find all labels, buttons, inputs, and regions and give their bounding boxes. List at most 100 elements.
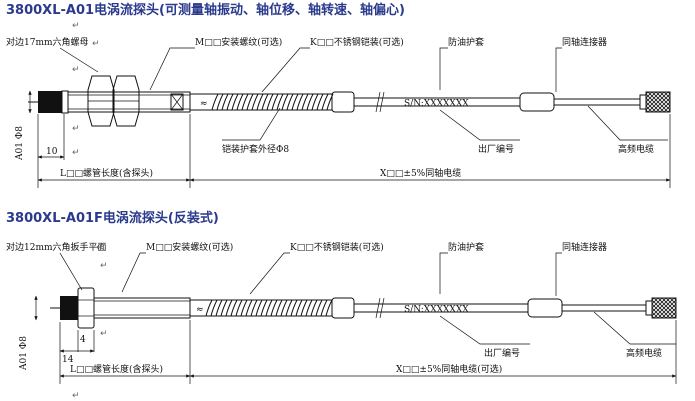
armor-coupling — [331, 297, 355, 319]
armor-coil-turn — [266, 93, 274, 111]
return-mark: ↵ — [72, 148, 80, 158]
return-mark: ↵ — [96, 243, 104, 253]
serial-mark: S/N:XXXXXXX — [404, 305, 469, 315]
armor-coupling — [331, 91, 355, 113]
dim-X: X□□±5%同轴电缆 — [380, 167, 461, 179]
coil-mark: ≈ — [196, 305, 204, 315]
cable-break — [375, 91, 385, 113]
armor-coil-turn — [220, 299, 228, 317]
leader-thread — [149, 47, 195, 91]
armor-coil-turn — [301, 93, 309, 111]
armor-coil-turn — [216, 93, 224, 111]
armor-coil-turn — [236, 93, 244, 111]
diagram-1-title: 3800XL-A01电涡流探头(可测量轴振动、轴位移、轴转速、轴偏心) — [6, 2, 405, 18]
armor-coil-turn — [251, 93, 259, 111]
label-guard: 防油护套 — [448, 36, 484, 48]
dim-14: 14 — [62, 355, 74, 365]
coil-mark: ≈ — [200, 99, 208, 109]
dim-L: L□□螺管长度(含探头) — [70, 363, 163, 375]
armor-coil — [205, 299, 333, 317]
armor-coil-turn — [310, 299, 318, 317]
armor-coil-turn — [296, 93, 304, 111]
armor-coil-turn — [306, 93, 314, 111]
coax-connector — [645, 91, 671, 113]
label-nut: 对边17mm六角螺母 — [6, 36, 89, 48]
armor-coil-turn — [290, 299, 298, 317]
armor-coil-turn — [276, 93, 284, 111]
armor-coil-turn — [241, 93, 249, 111]
armor-coil-turn — [211, 93, 219, 111]
return-mark: ↵ — [92, 39, 100, 49]
leader-cable — [587, 105, 668, 141]
dim-4: 4 — [80, 335, 86, 345]
return-mark: ↵ — [72, 65, 80, 75]
armor-coil-turn — [325, 299, 333, 317]
leader-serial — [439, 315, 530, 345]
probe-tip — [60, 296, 78, 320]
label-thread: M□□安装螺纹(可选) — [146, 241, 233, 253]
armor-coil-turn — [230, 299, 238, 317]
armor-coil-turn — [315, 299, 323, 317]
armor-coil-turn — [240, 299, 248, 317]
armor-coil-turn — [321, 93, 329, 111]
armor-coil-turn — [246, 93, 254, 111]
label-cable: 高频电缆 — [618, 143, 654, 155]
coax-connector — [651, 297, 677, 319]
wrench-flat — [77, 287, 95, 329]
armor-coil-turn — [275, 299, 283, 317]
armor-coil-turn — [256, 93, 264, 111]
dim-tip: A01 Φ8 — [15, 126, 25, 161]
connector-collar — [645, 300, 653, 316]
dim-L: L□□螺管长度(含探头) — [60, 167, 153, 179]
diagram-2: 3800XL-A01F电涡流探头(反装式) 对边12mm六角扳手平面 M□□安装… — [6, 210, 677, 401]
armor-coil-turn — [261, 93, 269, 111]
connector-collar — [639, 94, 647, 110]
leader-armor — [249, 252, 290, 295]
armor-coil-turn — [225, 299, 233, 317]
hex-nut-1 — [87, 75, 115, 127]
probe-tip-ring — [61, 90, 69, 114]
armor-coil-turn — [286, 93, 294, 111]
label-connector: 同轴连接器 — [562, 36, 607, 48]
armor-coil-turn — [231, 93, 239, 111]
return-mark: ↵ — [72, 391, 80, 401]
armor-coil-turn — [311, 93, 319, 111]
cable-break — [375, 297, 385, 319]
diagram-2-title: 3800XL-A01F电涡流探头(反装式) — [6, 210, 219, 226]
armor-coil-turn — [295, 299, 303, 317]
armor-coil-turn — [300, 299, 308, 317]
label-armor: K□□不锈钢铠装(可选) — [290, 241, 384, 253]
label-armor-dia: 铠装护套外径Φ8 — [222, 143, 289, 155]
leader-armor-dia — [222, 107, 281, 141]
leader-thread — [121, 252, 146, 293]
armor-coil-turn — [250, 299, 258, 317]
armor-coil-turn — [215, 299, 223, 317]
armor-coil-turn — [245, 299, 253, 317]
case-end — [170, 93, 184, 111]
armor-coil-turn — [316, 93, 324, 111]
oil-guard — [527, 298, 563, 318]
armor-coil-turn — [221, 93, 229, 111]
dim-X: X□□±5%同轴电缆(可选) — [396, 363, 502, 375]
armor-coil-turn — [235, 299, 243, 317]
armor-jacket — [189, 93, 333, 111]
armor-coil-turn — [320, 299, 328, 317]
leader-guard — [439, 252, 448, 294]
leader-armor — [261, 47, 310, 93]
label-guard: 防油护套 — [448, 241, 484, 253]
label-thread: M□□安装螺纹(可选) — [195, 36, 282, 48]
armor-coil-turn — [265, 299, 273, 317]
label-serial: 出厂编号 — [478, 143, 514, 155]
label-connector: 同轴连接器 — [562, 241, 607, 253]
label-serial: 出厂编号 — [484, 347, 520, 359]
hex-nut-2 — [112, 75, 140, 127]
leader-wrench-flat — [59, 252, 83, 291]
leader-serial — [439, 109, 520, 141]
armor-coil-turn — [280, 299, 288, 317]
armor-coil-turn — [281, 93, 289, 111]
diagram-1: 3800XL-A01电涡流探头(可测量轴振动、轴位移、轴转速、轴偏心) 对边17… — [6, 2, 671, 188]
probe-tip — [38, 91, 64, 113]
return-mark: ↵ — [100, 261, 108, 271]
armor-coil-turn — [205, 299, 213, 317]
